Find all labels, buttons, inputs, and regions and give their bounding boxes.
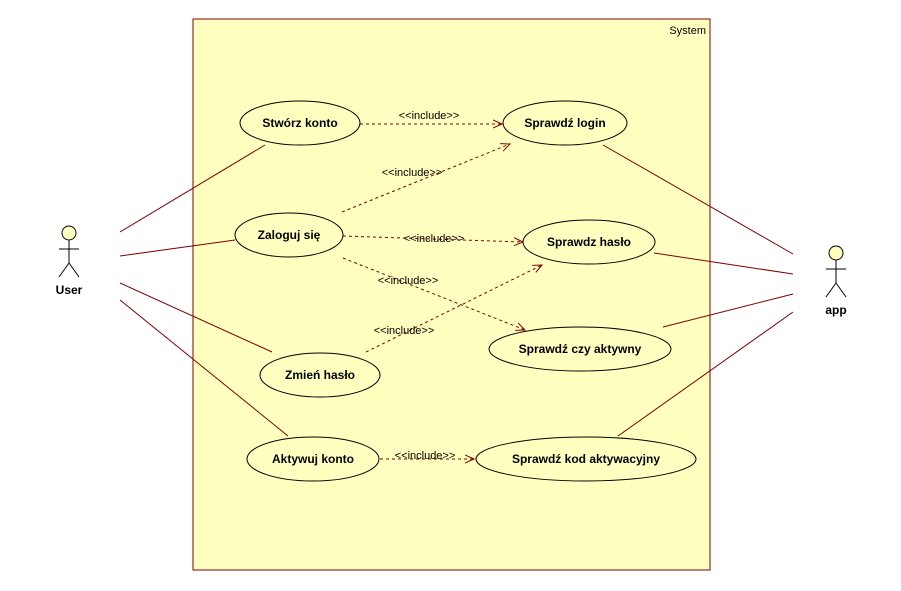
- include-label-zaloguj-haslo: <<include>>: [404, 233, 465, 245]
- assoc-user-zmien: [119, 282, 273, 353]
- system-label: System: [669, 25, 706, 37]
- actor-app-label: app: [825, 303, 846, 317]
- svg-text:Sprawdź login: Sprawdź login: [524, 116, 605, 130]
- assoc-app-kod: [617, 311, 794, 437]
- use-case-sprawdz-kod[interactable]: Sprawdź kod aktywacyjny: [475, 436, 697, 482]
- svg-text:Stwórz konto: Stwórz konto: [262, 116, 337, 130]
- actor-app-head: [828, 245, 844, 261]
- include-dependencies: [341, 124, 542, 459]
- use-case-sprawdz-haslo[interactable]: Sprawdz hasło: [522, 219, 656, 265]
- use-case-sprawdz-login[interactable]: Sprawdź login: [502, 100, 628, 146]
- use-case-zaloguj[interactable]: Zaloguj się: [234, 212, 344, 258]
- svg-text:Zmień hasło: Zmień hasło: [285, 368, 355, 382]
- include-zmien-haslo: [365, 265, 542, 353]
- svg-text:Sprawdź czy aktywny: Sprawdź czy aktywny: [519, 342, 642, 356]
- include-label-zaloguj-login: <<include>>: [382, 167, 443, 179]
- use-case-zmien-haslo[interactable]: Zmień hasło: [259, 352, 381, 398]
- system-boundary: [192, 18, 711, 571]
- assoc-user-aktywuj: [119, 299, 289, 437]
- actor-app[interactable]: [825, 245, 847, 298]
- assoc-app-haslo: [653, 252, 794, 275]
- assoc-app-aktywny: [662, 293, 794, 328]
- actor-user-head: [61, 225, 77, 241]
- svg-text:Sprawdz hasło: Sprawdz hasło: [547, 235, 631, 249]
- include-label-aktywuj-kod: <<include>>: [395, 450, 456, 462]
- user-associations: [119, 144, 289, 437]
- app-associations: [602, 144, 794, 437]
- use-case-stworz-konto[interactable]: Stwórz konto: [239, 100, 361, 146]
- include-zaloguj-haslo: [342, 235, 523, 242]
- actor-user[interactable]: [58, 225, 80, 278]
- actor-user-label: User: [56, 283, 83, 297]
- use-case-aktywuj-konto[interactable]: Aktywuj konto: [246, 436, 380, 482]
- svg-text:Zaloguj się: Zaloguj się: [258, 228, 321, 242]
- include-label-zaloguj-aktywny: <<include>>: [378, 275, 439, 287]
- assoc-app-login: [602, 144, 794, 255]
- include-label-stworz-login: <<include>>: [399, 110, 460, 122]
- assoc-user-stworz: [119, 144, 266, 233]
- assoc-user-zaloguj: [119, 239, 236, 257]
- include-zaloguj-login: [341, 144, 510, 213]
- svg-text:Aktywuj konto: Aktywuj konto: [272, 452, 354, 466]
- include-label-zmien-haslo: <<include>>: [374, 325, 435, 337]
- include-zaloguj-aktywny: [342, 257, 525, 330]
- use-case-sprawdz-aktywny[interactable]: Sprawdź czy aktywny: [488, 326, 672, 372]
- svg-text:Sprawdź kod aktywacyjny: Sprawdź kod aktywacyjny: [512, 452, 660, 466]
